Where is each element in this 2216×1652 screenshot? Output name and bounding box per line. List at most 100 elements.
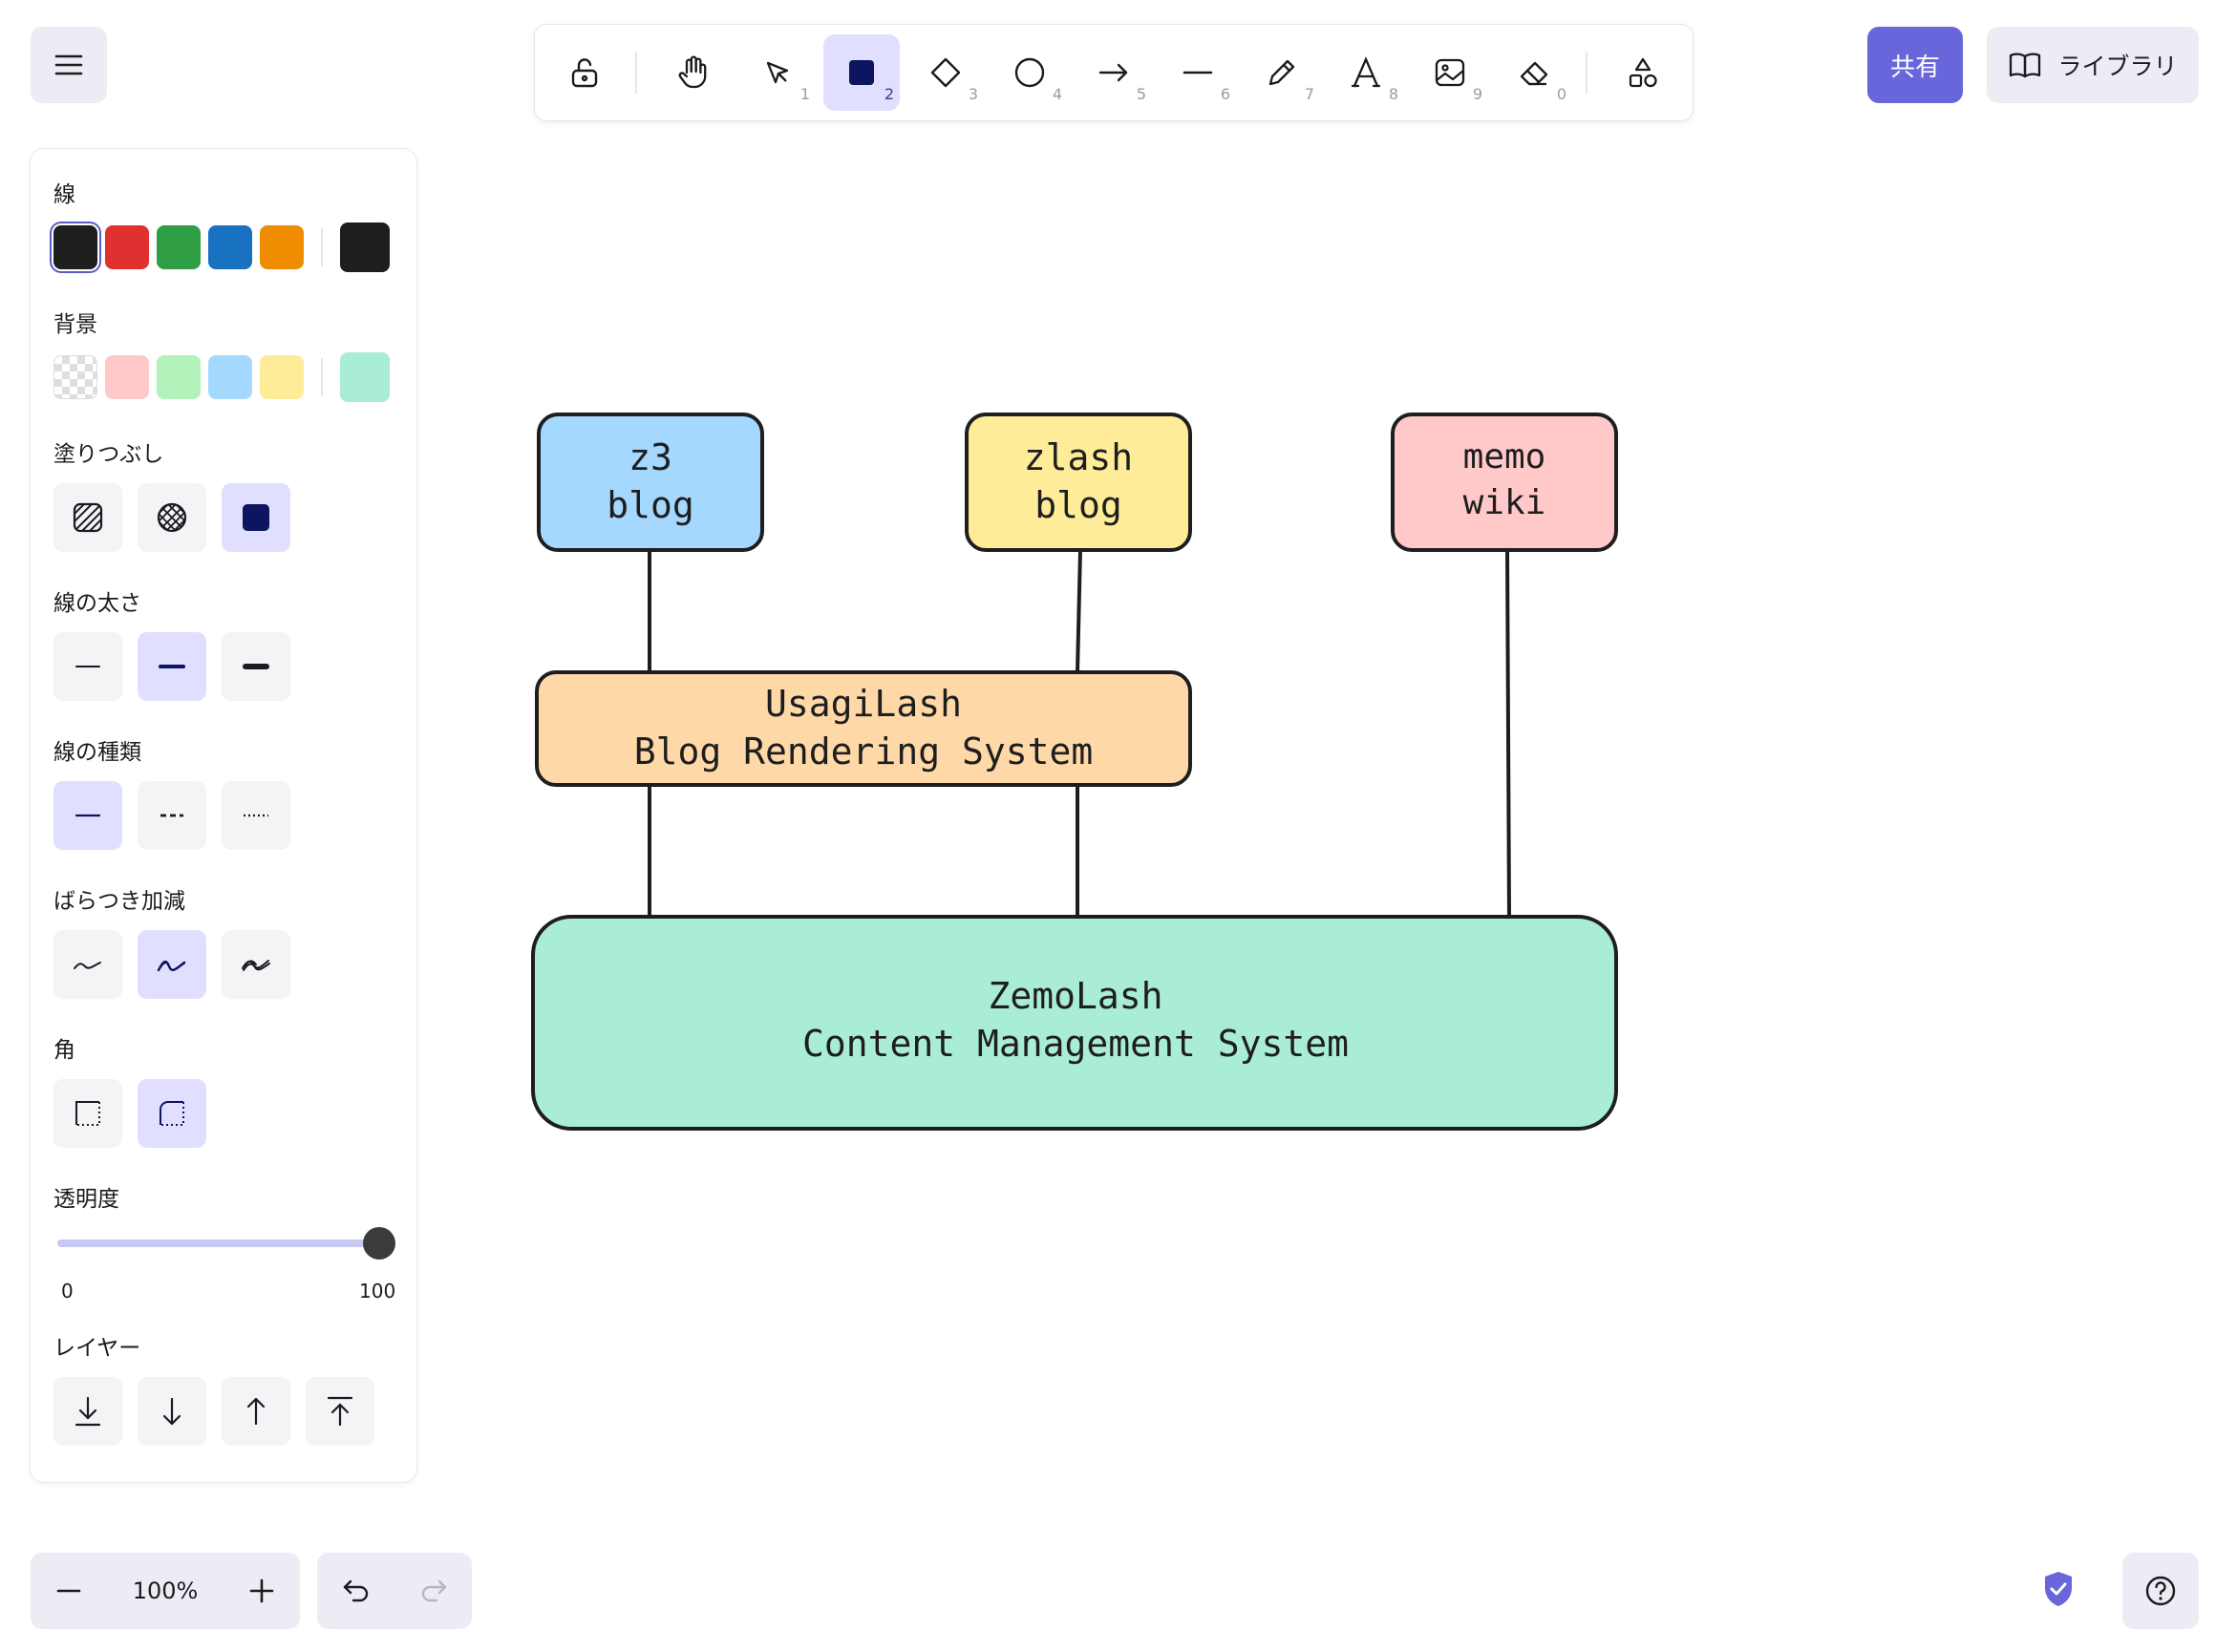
dotted-line-icon	[244, 814, 268, 817]
node-memo-line1: memo	[1463, 437, 1546, 477]
stroke-width-bold-button[interactable]	[138, 632, 206, 701]
node-memo[interactable]: memo wiki	[1391, 413, 1618, 552]
edges-round-button[interactable]	[138, 1079, 206, 1148]
zoom-level: 100%	[132, 1578, 199, 1604]
opacity-slider-track[interactable]	[57, 1239, 382, 1247]
tool-arrow[interactable]: 5	[1076, 34, 1152, 111]
background-color-current[interactable]	[340, 352, 390, 402]
tool-diamond[interactable]: 3	[907, 34, 984, 111]
stroke-color-red[interactable]	[105, 225, 149, 269]
stroke-style-dashed-button[interactable]	[138, 781, 206, 850]
main-menu-button[interactable]	[31, 27, 107, 103]
stroke-width-extra-bold-button[interactable]	[222, 632, 290, 701]
hachure-icon	[73, 502, 103, 533]
tool-ellipse[interactable]: 4	[991, 34, 1068, 111]
node-z3-line1: z3	[629, 436, 672, 478]
bring-forward-button[interactable]	[222, 1377, 290, 1446]
arrow-up-icon	[246, 1397, 266, 1426]
tool-hand[interactable]	[655, 34, 732, 111]
library-button[interactable]: ライブラリ	[1987, 27, 2199, 103]
stroke-label: 線	[53, 182, 75, 207]
undo-icon	[343, 1579, 368, 1602]
opacity-slider-thumb[interactable]	[363, 1227, 395, 1260]
send-to-back-button[interactable]	[53, 1377, 122, 1446]
tool-rectangle[interactable]: 2	[823, 34, 900, 111]
redo-button[interactable]	[394, 1553, 472, 1629]
shape-toolbar: 1 2 3 4 5 6 7 8 9 0	[535, 25, 1693, 120]
node-usagilash-line2: Blog Rendering System	[634, 731, 1093, 773]
stroke-color-green[interactable]	[157, 225, 201, 269]
tool-eraser-shortcut: 0	[1556, 85, 1566, 103]
fill-crosshatch-button[interactable]	[138, 483, 206, 552]
node-zemolash[interactable]: ZemoLash Content Management System	[531, 915, 1618, 1131]
share-button[interactable]: 共有	[1867, 27, 1963, 103]
tool-image[interactable]: 9	[1412, 34, 1488, 111]
sloppiness-cartoonist-button[interactable]	[222, 930, 290, 999]
background-color-yellow[interactable]	[260, 355, 304, 399]
send-to-back-icon	[75, 1396, 101, 1427]
stroke-color-black[interactable]	[53, 225, 97, 269]
stroke-style-dotted-button[interactable]	[222, 781, 290, 850]
thin-line-icon	[75, 666, 100, 667]
rectangle-icon	[849, 60, 874, 85]
tool-eraser[interactable]: 0	[1496, 34, 1572, 111]
stroke-color-current[interactable]	[340, 222, 390, 272]
stroke-style-solid-button[interactable]	[53, 781, 122, 850]
image-icon	[1435, 58, 1465, 87]
zoom-in-button[interactable]	[224, 1553, 300, 1629]
sloppiness-architect-button[interactable]	[53, 930, 122, 999]
edges-sharp-button[interactable]	[53, 1079, 122, 1148]
properties-panel: 線 背景 塗りつぶし 線の太さ 線の種類 ばらつき加減	[31, 149, 416, 1482]
stroke-color-orange[interactable]	[260, 225, 304, 269]
circle-icon	[1014, 57, 1045, 88]
send-backward-button[interactable]	[138, 1377, 206, 1446]
fill-solid-button[interactable]	[222, 483, 290, 552]
background-color-pink[interactable]	[105, 355, 149, 399]
tool-more-shapes[interactable]	[1605, 34, 1681, 111]
bring-to-front-button[interactable]	[306, 1377, 374, 1446]
cartoonist-icon	[242, 960, 270, 971]
artist-icon	[157, 960, 186, 972]
minus-icon	[56, 1589, 81, 1593]
undo-button[interactable]	[317, 1553, 394, 1629]
help-button[interactable]	[2122, 1553, 2199, 1629]
background-color-blue[interactable]	[208, 355, 252, 399]
background-color-green[interactable]	[157, 355, 201, 399]
edges-label: 角	[53, 1038, 75, 1063]
node-usagilash[interactable]: UsagiLash Blog Rendering System	[535, 670, 1192, 787]
tool-lock[interactable]	[546, 34, 623, 111]
share-button-label: 共有	[1889, 53, 1940, 82]
node-zlash[interactable]: zlash blog	[965, 413, 1192, 552]
tool-image-shortcut: 9	[1472, 85, 1482, 103]
tool-line[interactable]: 6	[1160, 34, 1236, 111]
background-color-transparent[interactable]	[53, 355, 97, 399]
stroke-color-blue[interactable]	[208, 225, 252, 269]
zoom-controls: 100%	[31, 1553, 300, 1629]
extra-bold-line-icon	[243, 664, 269, 669]
stroke-width-thin-button[interactable]	[53, 632, 122, 701]
library-button-label: ライブラリ	[2057, 53, 2178, 80]
shield-check-icon[interactable]	[2042, 1570, 2075, 1608]
node-z3[interactable]: z3 blog	[537, 413, 764, 552]
zoom-reset-button[interactable]: 100%	[107, 1553, 224, 1629]
sloppiness-artist-button[interactable]	[138, 930, 206, 999]
layers-label: レイヤー	[53, 1336, 141, 1361]
arrow-right-icon	[1098, 63, 1128, 82]
plus-icon	[249, 1578, 274, 1603]
stroke-style-label: 線の種類	[53, 740, 141, 765]
opacity-max-label: 100	[359, 1280, 396, 1303]
tool-selection[interactable]: 1	[739, 34, 816, 111]
node-zemolash-line1: ZemoLash	[988, 975, 1162, 1017]
shapes-icon	[1629, 57, 1657, 88]
architect-icon	[74, 962, 101, 969]
tool-diamond-shortcut: 3	[968, 85, 978, 103]
hamburger-icon	[54, 54, 83, 75]
node-usagilash-line1: UsagiLash	[765, 683, 962, 725]
tool-text[interactable]: 8	[1328, 34, 1404, 111]
history-controls	[317, 1553, 472, 1629]
zoom-out-button[interactable]	[31, 1553, 107, 1629]
tool-draw-shortcut: 7	[1304, 85, 1314, 103]
tool-draw[interactable]: 7	[1244, 34, 1320, 111]
fill-hachure-button[interactable]	[53, 483, 122, 552]
